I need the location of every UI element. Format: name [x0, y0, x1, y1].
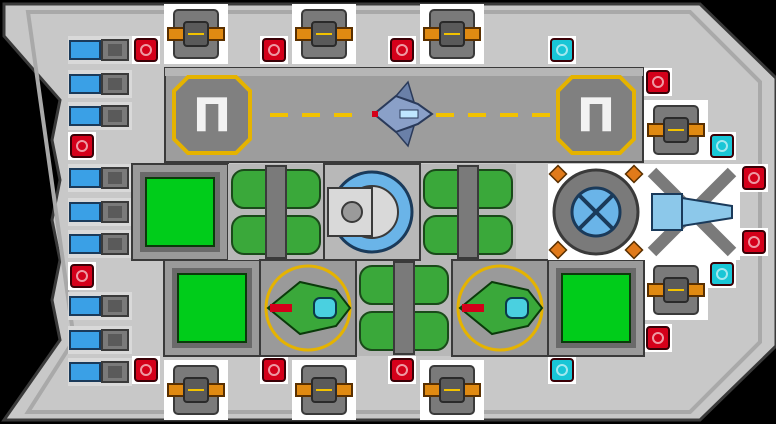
turret-icon[interactable]: [644, 100, 708, 160]
turret-icon[interactable]: [292, 360, 356, 420]
thruster-icon[interactable]: [68, 70, 132, 98]
red-module-icon[interactable]: [132, 36, 160, 64]
thruster-icon[interactable]: [68, 198, 132, 226]
cargo-bay-icon[interactable]: [547, 259, 645, 357]
hull-shade: [24, 10, 762, 414]
landing-pad-left[interactable]: Π: [172, 75, 252, 155]
drill-icon[interactable]: [644, 164, 740, 260]
red-module-icon[interactable]: [68, 132, 96, 160]
red-module-icon[interactable]: [644, 68, 672, 96]
red-module-icon[interactable]: [740, 228, 768, 256]
landing-pad-right-symbol: Π: [577, 88, 616, 142]
cargo-bay-icon[interactable]: [163, 259, 261, 357]
cyan-module-icon[interactable]: [548, 356, 576, 384]
shield-generator-icon[interactable]: [548, 164, 644, 260]
red-module-icon[interactable]: [132, 356, 160, 384]
reactor-icon[interactable]: [323, 163, 421, 261]
fuel-tank-icon[interactable]: [228, 164, 324, 260]
turret-icon[interactable]: [292, 4, 356, 64]
turret-icon[interactable]: [420, 360, 484, 420]
shuttle-icon[interactable]: [372, 80, 434, 148]
cyan-module-icon[interactable]: [708, 260, 736, 288]
turret-icon[interactable]: [164, 360, 228, 420]
fighter-craft-icon[interactable]: [451, 259, 549, 357]
cyan-module-icon[interactable]: [708, 132, 736, 160]
red-module-icon[interactable]: [388, 36, 416, 64]
landing-pad-left-symbol: Π: [193, 88, 232, 142]
thruster-icon[interactable]: [68, 292, 132, 320]
fuel-tank-icon[interactable]: [420, 164, 516, 260]
red-module-icon[interactable]: [68, 262, 96, 290]
thruster-icon[interactable]: [68, 358, 132, 386]
fighter-craft-icon[interactable]: [259, 259, 357, 357]
red-module-icon[interactable]: [388, 356, 416, 384]
turret-icon[interactable]: [420, 4, 484, 64]
red-module-icon[interactable]: [644, 324, 672, 352]
turret-icon[interactable]: [164, 4, 228, 64]
thruster-icon[interactable]: [68, 164, 132, 192]
red-module-icon[interactable]: [260, 36, 288, 64]
red-module-icon[interactable]: [260, 356, 288, 384]
landing-strip: Π Π: [164, 67, 644, 163]
red-module-icon[interactable]: [740, 164, 768, 192]
thruster-icon[interactable]: [68, 36, 132, 64]
turret-icon[interactable]: [644, 260, 708, 320]
fuel-tank-icon[interactable]: [356, 260, 452, 356]
thruster-icon[interactable]: [68, 102, 132, 130]
thruster-icon[interactable]: [68, 326, 132, 354]
landing-pad-right[interactable]: Π: [556, 75, 636, 155]
cyan-module-icon[interactable]: [548, 36, 576, 64]
cargo-bay-icon[interactable]: [131, 163, 229, 261]
thruster-icon[interactable]: [68, 230, 132, 258]
